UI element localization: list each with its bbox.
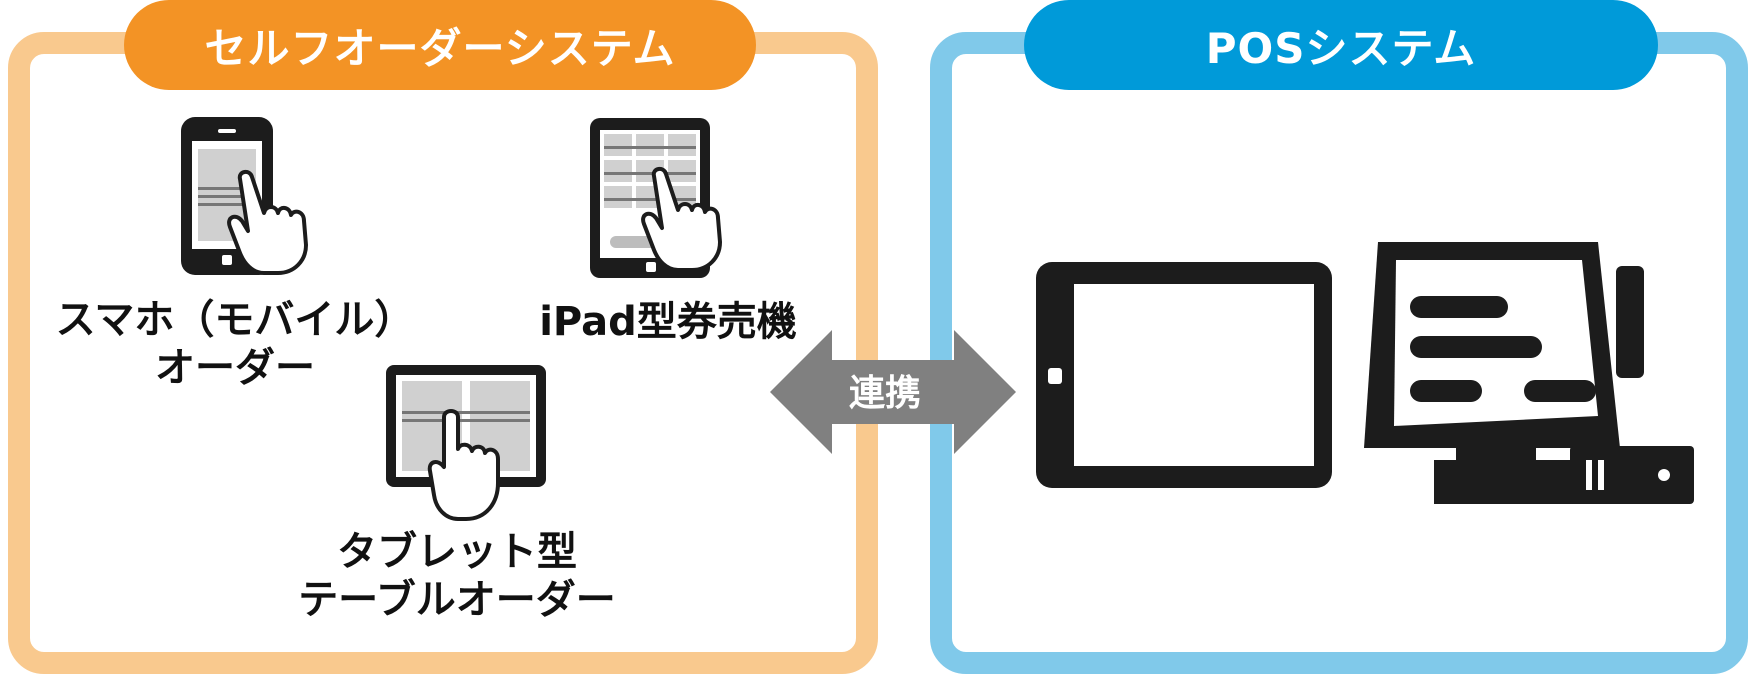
double-arrow-icon [770, 330, 1016, 454]
tablet-order-label: タブレット型 テーブルオーダー [282, 528, 632, 624]
smartphone-label-line2: オーダー [155, 345, 315, 391]
pos-title: POSシステム [1024, 0, 1658, 90]
smartphone-order-label: スマホ（モバイル） オーダー [40, 296, 430, 392]
self-order-title: セルフオーダーシステム [124, 0, 756, 90]
smartphone-label-line1: スマホ（モバイル） [55, 297, 415, 343]
pos-tablet-icon [1036, 262, 1332, 488]
link-label: 連携 [848, 373, 921, 414]
pos-register-icon [1364, 242, 1694, 504]
smartphone-icon [181, 117, 308, 275]
tablet-label-line1: タブレット型 [337, 529, 577, 575]
ipad-kiosk-label: iPad型券売機 [539, 299, 797, 345]
ipad-kiosk-icon [590, 118, 722, 278]
tablet-icon [386, 365, 546, 521]
tablet-label-line2: テーブルオーダー [298, 577, 616, 623]
